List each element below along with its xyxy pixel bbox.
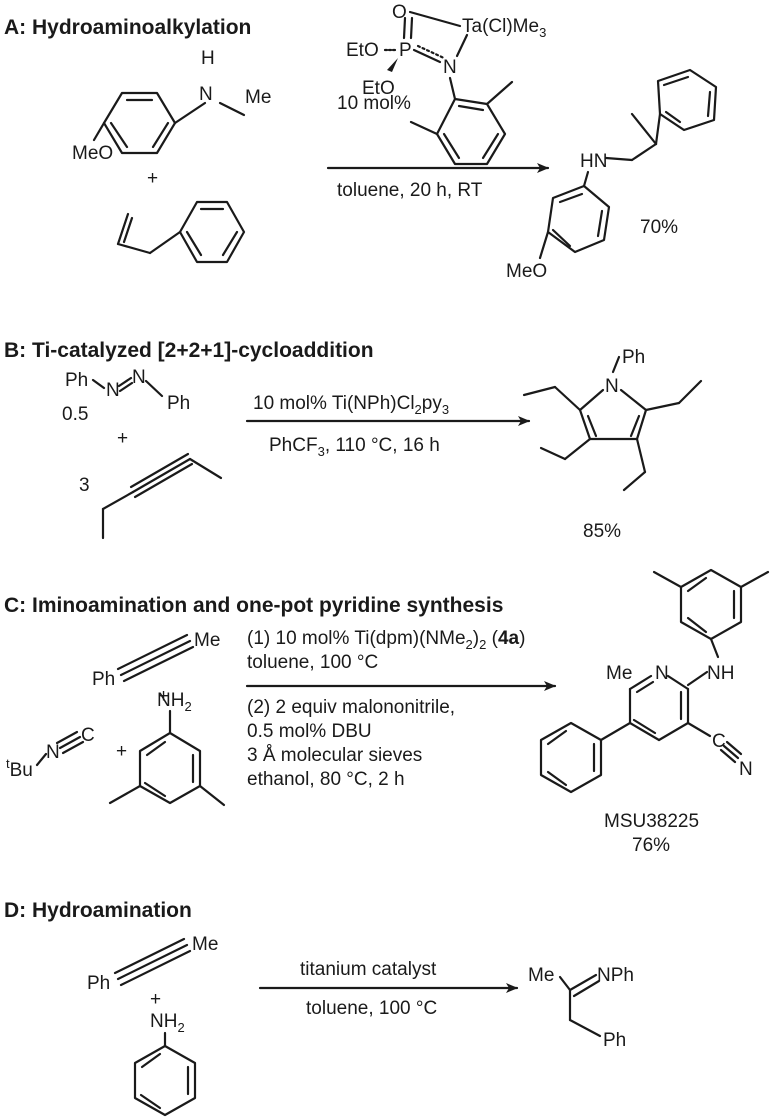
section-c-title: C: Iminoamination and one-pot pyridine s… (4, 594, 503, 617)
reagent-methoxy-methylaniline: H N Me MeO (72, 48, 271, 164)
product-c-me-label: Me (606, 663, 632, 684)
section-d: D: Hydroamination Me Ph + NH2 titanium c… (4, 899, 634, 1117)
alkyne-equiv-label: 3 (79, 475, 90, 496)
methoxy-label: MeO (72, 143, 113, 164)
yield-a: 70% (640, 217, 678, 238)
catalyst-ta-label: Ta(Cl)Me3 (462, 16, 546, 40)
nh-hydrogen-label: H (201, 48, 215, 69)
catalyst-d: titanium catalyst (300, 959, 437, 980)
reagent-1-phenylpropyne: Me Ph (92, 630, 220, 690)
product-d-ph-label: Ph (603, 1030, 626, 1051)
plus-sign: + (147, 168, 158, 189)
product-c-nh-label: NH (707, 663, 734, 684)
conditions-b-line2: PhCF3, 110 °C, 16 h (269, 435, 440, 459)
section-b: B: Ti-catalyzed [2+2+1]-cycloaddition Ph… (4, 339, 703, 542)
reagent-tbu-isocyanide: tBu N C (6, 725, 95, 781)
alkyne-d-ph-label: Ph (87, 973, 110, 994)
amine-n-label: N (199, 84, 213, 105)
pyrrole-ph-label: Ph (622, 347, 645, 368)
product-d-nph-label: NPh (597, 965, 634, 986)
conditions-b-line1: 10 mol% Ti(NPh)Cl2py3 (253, 393, 449, 417)
section-d-title: D: Hydroamination (4, 899, 192, 922)
iso-n-label: N (46, 742, 60, 763)
catalyst-eto-label-1: EtO (346, 40, 379, 61)
plus-sign-b: + (117, 428, 128, 449)
product-c-pyridine: NH N Me C N (539, 568, 770, 794)
product-a-hn-label: HN (580, 151, 607, 172)
conditions-c-step1-line1: (1) 10 mol% Ti(dpm)(NMe2)2 (4a) (247, 628, 525, 652)
product-c-n-label: N (655, 663, 669, 684)
azo-equiv-label: 0.5 (62, 404, 88, 425)
section-a: A: Hydroaminoalkylation H N Me MeO + (4, 2, 718, 282)
reagent-aniline: NH2 (133, 1011, 197, 1117)
azo-n-label-2: N (132, 367, 146, 388)
catalyst-p-label: P (399, 40, 412, 61)
azo-ph-label-2: Ph (167, 393, 190, 414)
tantalum-catalyst: O Ta(Cl)Me3 EtO P EtO N 10 mol% (337, 2, 546, 166)
product-d-me-label: Me (528, 965, 554, 986)
iso-c-label: C (81, 725, 95, 746)
plus-sign-d: + (150, 989, 161, 1010)
catalyst-eto-label-2: EtO (362, 78, 395, 99)
yield-b: 85% (583, 521, 621, 542)
plus-sign-c1: + (158, 686, 169, 707)
aniline-d-nh2-label: NH2 (150, 1011, 185, 1035)
reagent-allylbenzene (116, 200, 246, 264)
aniline-nh2-label: NH2 (157, 690, 192, 714)
product-b-pyrrole: Ph N (522, 347, 703, 492)
pyrrole-n-label: N (605, 376, 619, 397)
product-a-meo-label: MeO (506, 261, 547, 282)
compound-name: MSU38225 (604, 811, 699, 832)
alkyne-ph-label: Ph (92, 669, 115, 690)
azo-ph-label-1: Ph (65, 370, 88, 391)
conditions-c-step2-line1: (2) 2 equiv malononitrile, (247, 697, 455, 718)
conditions-d: toluene, 100 °C (306, 998, 437, 1019)
plus-sign-c2: + (116, 741, 127, 762)
catalyst-loading: 10 mol% (337, 93, 411, 114)
conditions-c-step2-line3: 3 Å molecular sieves (247, 745, 422, 766)
conditions-c-step1-line2: toluene, 100 °C (247, 652, 378, 673)
catalyst-o-label: O (392, 2, 407, 23)
product-d-imine: Me NPh Ph (528, 965, 634, 1051)
reagent-azobenzene: Ph N N Ph 0.5 (62, 367, 190, 425)
azo-n-label-1: N (106, 380, 120, 401)
section-a-title: A: Hydroaminoalkylation (4, 16, 251, 39)
section-b-title: B: Ti-catalyzed [2+2+1]-cycloaddition (4, 339, 374, 362)
catalyst-n-label: N (443, 57, 457, 78)
reagent-dimethylaniline: NH2 (108, 690, 226, 807)
conditions-a: toluene, 20 h, RT (337, 180, 483, 201)
methyl-label: Me (245, 87, 271, 108)
section-c: C: Iminoamination and one-pot pyridine s… (4, 568, 770, 856)
alkyne-me-label: Me (194, 630, 220, 651)
yield-c: 76% (632, 835, 670, 856)
alkyne-d-me-label: Me (192, 934, 218, 955)
conditions-c-step2-line4: ethanol, 80 °C, 2 h (247, 769, 405, 790)
iso-tbu-label: tBu (6, 756, 33, 781)
product-c-cn-c-label: C (712, 731, 726, 752)
product-a-structure: HN MeO (506, 68, 718, 282)
reagent-3-hexyne: 3 (79, 452, 223, 540)
product-c-cn-n-label: N (739, 759, 753, 780)
reagent-1-phenylpropyne-d: Me Ph (87, 934, 218, 994)
conditions-c-step2-line2: 0.5 mol% DBU (247, 721, 372, 742)
